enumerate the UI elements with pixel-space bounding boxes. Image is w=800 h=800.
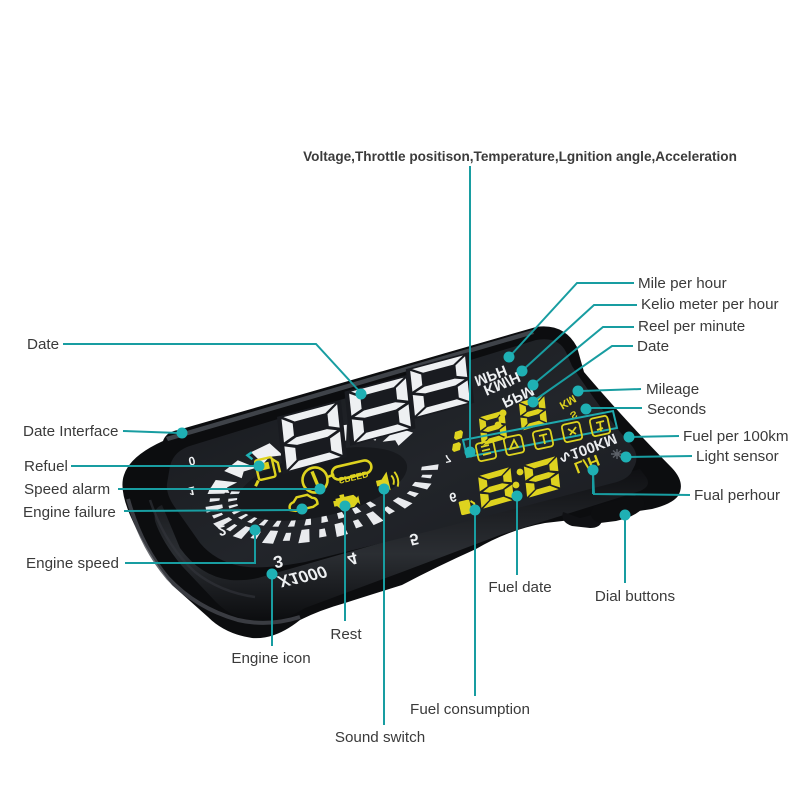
svg-text:6: 6 xyxy=(448,489,458,505)
svg-text:Kelio meter per hour: Kelio meter per hour xyxy=(641,296,779,313)
svg-text:Mileage: Mileage xyxy=(646,381,699,398)
svg-text:Fuel date: Fuel date xyxy=(488,579,551,596)
svg-text:Reel per minute: Reel per minute xyxy=(638,318,745,335)
svg-text:Sound switch: Sound switch xyxy=(335,729,425,746)
svg-text:Fuel per 100km: Fuel per 100km xyxy=(683,428,789,445)
svg-text:Mile per hour: Mile per hour xyxy=(638,275,727,292)
svg-text:0: 0 xyxy=(187,453,197,468)
svg-text:Engine icon: Engine icon xyxy=(231,650,310,667)
svg-text:Rest: Rest xyxy=(330,626,362,643)
svg-text:Seconds: Seconds xyxy=(647,401,707,418)
svg-text:Date: Date xyxy=(637,338,669,355)
svg-text:Fual perhour: Fual perhour xyxy=(694,487,780,504)
svg-text:Date: Date xyxy=(27,336,59,353)
svg-text:Voltage,Throttle positison,Tem: Voltage,Throttle positison,Temperature,L… xyxy=(303,149,737,164)
svg-text:Fuel consumption: Fuel consumption xyxy=(410,701,530,718)
svg-text:Engine failure: Engine failure xyxy=(23,504,116,521)
svg-text:Light sensor: Light sensor xyxy=(696,448,779,465)
svg-text:Date Interface: Date Interface xyxy=(23,423,118,440)
svg-text:S: S xyxy=(568,408,580,421)
svg-text:1: 1 xyxy=(187,483,197,498)
svg-text:Engine speed: Engine speed xyxy=(26,555,119,572)
svg-text:2: 2 xyxy=(217,522,228,539)
svg-text:Speed alarm: Speed alarm xyxy=(24,481,110,498)
svg-text:5: 5 xyxy=(408,529,421,548)
svg-text:Refuel: Refuel xyxy=(24,458,68,475)
svg-text:Dial buttons: Dial buttons xyxy=(595,588,676,605)
svg-text:7: 7 xyxy=(443,451,452,464)
svg-text:3: 3 xyxy=(271,551,285,572)
